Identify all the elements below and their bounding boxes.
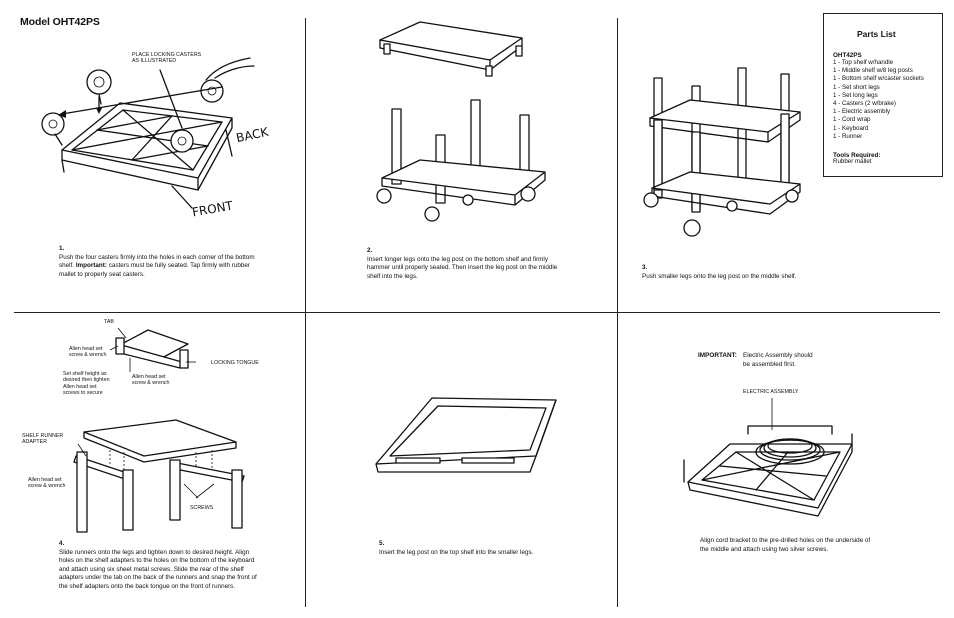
allen-label-3: Allen head set screw & wrench bbox=[28, 477, 65, 490]
step2-body: Insert longer legs onto the leg post on … bbox=[367, 255, 558, 280]
step4-number: 4. bbox=[59, 540, 65, 547]
allen-label-1-line1: Allen head set bbox=[69, 346, 103, 352]
parts-list-items: 1 - Top shelf w/handle 1 - Middle shelf … bbox=[833, 59, 941, 141]
step6-body: Align cord bracket to the pre-drilled ho… bbox=[700, 537, 871, 553]
tools-required-heading: Tools Required: bbox=[833, 152, 881, 159]
set-shelf-line1: Set shelf height as bbox=[63, 371, 107, 377]
set-shelf-line2: desired then tighten bbox=[63, 377, 110, 384]
set-shelf-height-label: Set shelf height as desired then tighten… bbox=[63, 371, 110, 397]
model-title: Model OHT42PS bbox=[20, 16, 100, 28]
step1-text: 1. Push the four casters firmly into the… bbox=[59, 245, 265, 279]
allen-label-2-line2: screw & wrench bbox=[132, 380, 170, 387]
step5-text: 5. Insert the leg post on the top shelf … bbox=[379, 540, 589, 557]
step4-body: Slide runners onto the legs and tighten … bbox=[59, 548, 257, 590]
set-shelf-line3: Allen head set bbox=[63, 383, 97, 390]
step2-text: 2. Insert longer legs onto the leg post … bbox=[367, 247, 567, 281]
locking-tongue-label: LOCKING TONGUE bbox=[211, 360, 259, 366]
allen-label-2: Allen head set screw & wrench bbox=[132, 374, 169, 387]
set-shelf-line4: screws to secure bbox=[63, 390, 103, 397]
parts-list-box: Parts List OHT42PS 1 - Top shelf w/handl… bbox=[823, 13, 943, 177]
step3-number: 3. bbox=[642, 264, 648, 271]
runner-label-line1: SHELF RUNNER bbox=[22, 433, 64, 439]
list-item: 1 - Keyboard bbox=[833, 124, 869, 132]
step1-text-a: Push the four casters firmly into the ho… bbox=[59, 253, 255, 270]
step2-number: 2. bbox=[367, 247, 373, 254]
step3-body: Push smaller legs onto the leg post on t… bbox=[642, 272, 797, 280]
list-item: 4 - Casters (2 w/brake) bbox=[833, 100, 896, 108]
step1-important: Important: bbox=[75, 262, 107, 270]
important-line2: be assembled first. bbox=[743, 360, 796, 368]
allen-label-1-line2: screw & wrench bbox=[69, 352, 107, 359]
step3-text: 3. Push smaller legs onto the leg post o… bbox=[642, 264, 822, 281]
important-line1: Electric Assembly should bbox=[743, 352, 813, 359]
step1-text-b: casters must be fully seated. Tap firmly… bbox=[59, 262, 250, 278]
allen-label-1: Allen head set screw & wrench bbox=[69, 346, 106, 359]
list-item: 1 - Cord wrap bbox=[833, 116, 871, 124]
caster-callout: PLACE LOCKING CASTERS AS ILLUSTRATED bbox=[132, 52, 201, 65]
tools-required-value: Rubber mallet bbox=[833, 158, 872, 165]
caster-callout-line1: PLACE LOCKING CASTERS bbox=[132, 52, 202, 58]
step6-text: Align cord bracket to the pre-drilled ho… bbox=[700, 537, 872, 554]
list-item: 1 - Set short legs bbox=[833, 83, 880, 91]
list-item: 1 - Bottom shelf w/caster sockets bbox=[833, 75, 924, 83]
list-item: 1 - Set long legs bbox=[833, 91, 878, 99]
step5-body: Insert the leg post on the top shelf int… bbox=[379, 548, 534, 556]
allen-label-3-line2: screw & wrench bbox=[28, 483, 66, 490]
list-item: 1 - Runner bbox=[833, 132, 863, 140]
tab-label: TAB bbox=[104, 319, 114, 325]
allen-label-2-line1: Allen head set bbox=[132, 374, 166, 380]
important-label: IMPORTANT: bbox=[698, 352, 737, 359]
electric-assembly-label: ELECTRIC ASSEMBLY bbox=[743, 389, 799, 395]
list-item: 1 - Top shelf w/handle bbox=[833, 59, 894, 66]
parts-list-model: OHT42PS bbox=[833, 52, 862, 59]
screws-label: SCREWS bbox=[190, 505, 214, 511]
parts-list-heading: Parts List bbox=[857, 29, 896, 39]
divider-horizontal bbox=[14, 312, 940, 313]
runner-label-line2: ADAPTER bbox=[22, 439, 48, 446]
list-item: 1 - Electric assembly bbox=[833, 108, 891, 116]
step5-number: 5. bbox=[379, 540, 385, 547]
list-item: 1 - Middle shelf w/8 leg posts bbox=[833, 67, 913, 75]
step1-number: 1. bbox=[59, 245, 65, 252]
caster-callout-line2: AS ILLUSTRATED bbox=[132, 58, 177, 65]
allen-label-3-line1: Allen head set bbox=[28, 477, 62, 483]
step4-text: 4. Slide runners onto the legs and tight… bbox=[59, 540, 264, 592]
shelf-runner-adapter-label: SHELF RUNNER ADAPTER bbox=[22, 433, 63, 446]
important-text: Electric Assembly should be assembled fi… bbox=[743, 352, 843, 369]
